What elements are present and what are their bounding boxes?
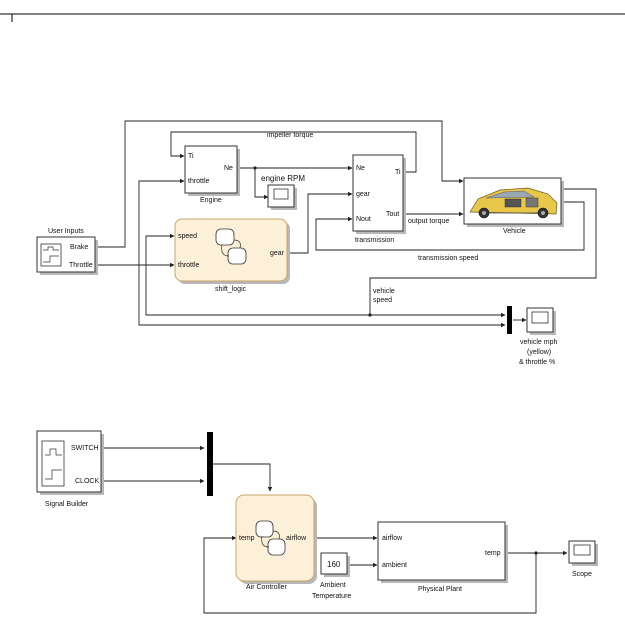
ambient-constant-block[interactable]: 160 <box>320 552 350 577</box>
stateflow-icon <box>215 228 247 265</box>
air-port-temp: temp <box>239 535 255 542</box>
engine-rpm-label: engine RPM <box>261 174 305 183</box>
wire-transmission-speed <box>315 201 585 251</box>
signal-builder-name: Signal Builder <box>45 501 89 508</box>
port-switch: SWITCH <box>71 445 99 452</box>
transmission-speed-label: transmission speed <box>418 255 478 262</box>
wire-throttle-scope <box>138 265 506 328</box>
stateflow-icon <box>255 520 286 556</box>
shift-port-throttle: throttle <box>178 262 200 269</box>
shift-logic-name: shift_logic <box>215 286 247 293</box>
signal-builder-icon <box>40 243 62 267</box>
scope-screen-icon <box>573 544 591 556</box>
vehicle-speed-label-2: speed <box>373 297 392 304</box>
bottom-mux[interactable] <box>207 432 213 496</box>
scope-screen-icon <box>531 311 549 324</box>
air-controller-chart[interactable]: ⨍ temp airflow Air Controller <box>235 494 317 591</box>
impeller-torque-label: impeller torque <box>267 132 313 139</box>
port-brake: Brake <box>70 244 88 251</box>
shift-port-gear: gear <box>270 250 285 257</box>
car-cutaway-icon <box>469 187 558 219</box>
scope-name: Scope <box>572 571 592 578</box>
vehicle-mph-scope[interactable] <box>526 307 556 335</box>
trans-port-ti: Ti <box>395 169 401 176</box>
engine-port-ti: Ti <box>188 153 194 160</box>
signal-builder-block[interactable]: SWITCH CLOCK Signal Builder <box>36 430 104 508</box>
scope-label-1: vehicle mph <box>520 339 557 346</box>
scope-label-2: (yellow) <box>527 349 551 356</box>
trans-port-nout: Nout <box>356 216 371 223</box>
user-inputs-block[interactable]: User Inputs Brake Throttle <box>36 228 98 275</box>
ambient-label-2: Temperature <box>312 593 351 600</box>
trans-port-ne: Ne <box>356 165 365 172</box>
ambient-value: 160 <box>327 560 341 569</box>
engine-port-throttle: throttle <box>188 178 210 185</box>
wire-throttle-engine <box>94 178 185 266</box>
scope-screen-icon <box>273 188 289 200</box>
scope-label-3: & throttle % <box>519 359 555 366</box>
trans-port-tout: Tout <box>386 211 399 218</box>
vehicle-block[interactable]: Vehicle <box>463 177 564 235</box>
output-torque-label: output torque <box>408 218 449 225</box>
wire-vehicle-speed-shift <box>145 233 370 316</box>
vehicle-speed-label-1: vehicle <box>373 288 395 295</box>
user-inputs-title: User Inputs <box>48 228 84 235</box>
shift-logic-chart[interactable]: speed throttle gear shift_logic <box>174 218 290 293</box>
junction-vehicle-speed <box>368 313 372 317</box>
vehicle-name: Vehicle <box>503 228 526 235</box>
junction-engine-ne <box>253 166 257 170</box>
shift-port-speed: speed <box>178 233 197 240</box>
plant-port-temp: temp <box>485 550 501 557</box>
signal-builder-icon <box>41 440 65 487</box>
wire-impeller-torque <box>170 131 417 173</box>
physical-plant-block[interactable]: airflow ambient temp Physical Plant <box>377 521 508 593</box>
top-wires <box>71 120 597 328</box>
port-clock: CLOCK <box>75 478 99 485</box>
air-port-airflow: airflow <box>286 535 307 542</box>
ambient-label-1: Ambient <box>320 582 346 589</box>
wire-engine-rpm <box>254 168 269 200</box>
engine-name: Engine <box>200 197 222 204</box>
top-mux[interactable] <box>507 306 512 334</box>
port-throttle: Throttle <box>69 262 93 269</box>
wire-brake <box>71 120 464 248</box>
transmission-name: transmission <box>355 237 394 244</box>
wire-gear <box>288 191 353 254</box>
bottom-scope-block[interactable] <box>568 540 598 566</box>
physical-plant-name: Physical Plant <box>418 586 462 593</box>
plant-port-ambient: ambient <box>382 562 407 569</box>
wire-vehicle-speed-scope <box>369 188 597 318</box>
trans-port-gear: gear <box>356 191 371 198</box>
bottom-wires <box>102 445 568 614</box>
engine-block[interactable]: Ti throttle Ne Engine <box>184 145 240 204</box>
engine-port-ne: Ne <box>224 165 233 172</box>
bottom-model: SWITCH CLOCK Signal Builder ⨍ temp airfl… <box>36 430 598 614</box>
wire-temp-feedback <box>203 535 537 614</box>
top-model: User Inputs Brake Throttle Ti throttle N… <box>36 120 597 366</box>
junction-temp <box>534 551 538 555</box>
transmission-block[interactable]: Ne gear Nout Ti Tout transmission <box>352 154 406 244</box>
wire-mux-trigger <box>213 463 273 492</box>
air-controller-name: Air Controller <box>246 584 288 591</box>
plant-port-airflow: airflow <box>382 535 403 542</box>
engine-rpm-scope[interactable] <box>267 184 297 210</box>
